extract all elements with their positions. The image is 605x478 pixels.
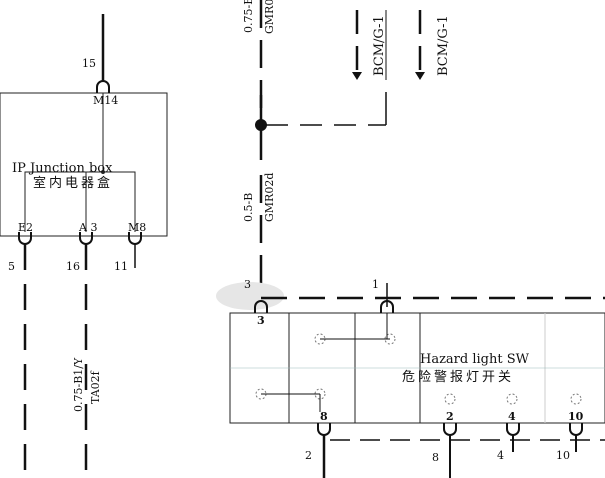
left-wire-code: TA02f	[89, 370, 102, 404]
mid-wire-code: GMR02d	[263, 173, 276, 222]
bcm-ref-1-arrow	[352, 72, 362, 80]
e2-pin-label: E2	[18, 221, 33, 234]
top-wire-spec: 0.75-B	[242, 0, 255, 33]
bcm-references: BCM/G-1 BCM/G-1	[352, 10, 451, 80]
bottom-wire-number-4: 4	[497, 449, 504, 462]
bottom-wire-number-2: 2	[305, 449, 312, 462]
ip-junction-box-title-cn: 室内电器盒	[33, 175, 113, 191]
ip-junction-box-title-en: IP Junction box	[12, 161, 113, 176]
m14-connector-symbol	[96, 80, 110, 93]
pin3-label: 3	[257, 314, 265, 327]
m8-wire-number: 11	[114, 260, 128, 273]
pin4-bottom-connector	[506, 423, 520, 436]
pin10-bottom-connector	[569, 423, 583, 436]
junction-box-output-wires: 0.75-B1/Y TA02f	[23, 244, 136, 478]
contact-lamp-1	[444, 393, 456, 405]
pin1-top-connector	[380, 300, 394, 313]
left-wire-spec: 0.75-B1/Y	[72, 357, 85, 412]
hazard-light-switch: 3 1 3 Hazard light SW 危险警报灯开关 8 2 4 10	[216, 278, 605, 478]
top-wire-code: GMR02a	[263, 0, 276, 34]
m14-pin-label: M14	[93, 94, 118, 107]
highlight-mark	[216, 282, 284, 310]
top-wire-number-1: 1	[372, 278, 379, 291]
pin10-label: 10	[568, 410, 584, 423]
contact-lamp-3	[570, 393, 582, 405]
pin8-label: 8	[320, 410, 328, 423]
e2-wire-number: 5	[8, 260, 15, 273]
pin2-bottom-connector	[443, 423, 457, 436]
contact-top-right	[384, 333, 396, 345]
bcm-label-2: BCM/G-1	[436, 15, 451, 76]
ip-junction-box: IP Junction box 室内电器盒 M14 15 E2 A 3 M8 5…	[0, 14, 168, 273]
bottom-wire-number-10: 10	[556, 449, 570, 462]
mid-wire-spec: 0.5-B	[242, 193, 255, 222]
bottom-wire-number-8: 8	[432, 451, 439, 464]
pin3-top-connector	[254, 300, 268, 313]
bcm-label-1: BCM/G-1	[372, 15, 387, 76]
bcm-ref-2-arrow	[415, 72, 425, 80]
m8-pin-label: M8	[128, 221, 146, 234]
m14-junction-dot	[101, 170, 105, 174]
left-wire-number-3: 3	[244, 278, 251, 291]
contact-lamp-2	[506, 393, 518, 405]
contact-bottom-right	[314, 388, 326, 400]
ip-junction-box-inner-frame	[24, 171, 136, 232]
hazard-switch-title-cn: 危险警报灯开关	[402, 369, 514, 385]
hazard-switch-title-en: Hazard light SW	[420, 352, 530, 367]
pin8-bottom-connector	[317, 423, 331, 436]
m14-wire-number: 15	[82, 57, 96, 70]
center-ground-wire: 0.75-B GMR02a 0.5-B GMR02d	[242, 0, 387, 300]
a3-pin-label: A 3	[78, 221, 97, 234]
pin2-label: 2	[446, 410, 454, 423]
ip-junction-box-outline	[0, 92, 168, 237]
pin4-label: 4	[508, 410, 516, 423]
a3-wire-number: 16	[66, 260, 80, 273]
